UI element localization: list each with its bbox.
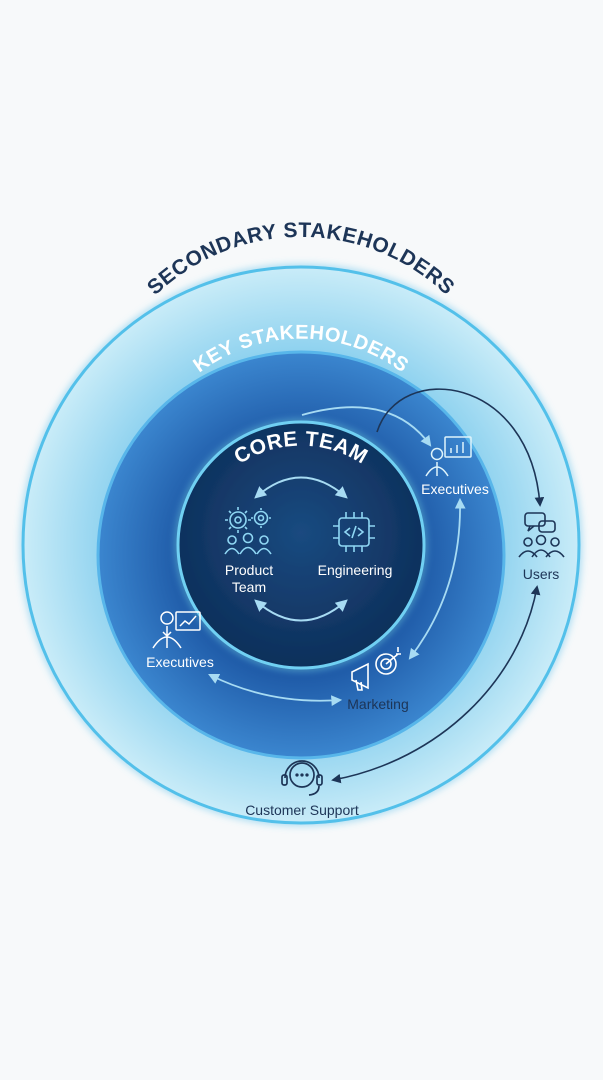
key-arrow-top [301,406,432,447]
users-label: Users [523,566,560,582]
outer-arrow-users-support [331,585,541,784]
core-team-circle [176,420,426,670]
presenter-chart-icon [152,611,201,649]
presenter-chart-icon [425,436,472,477]
customer-support-label: Customer Support [245,802,359,818]
node-executives-right: Executives [421,436,489,497]
headset-icon [281,760,323,796]
marketing-label: Marketing [347,696,408,712]
node-product-team: Product Team [224,507,273,595]
code-chip-icon [333,512,375,552]
node-executives-left: Executives [146,611,214,670]
product-team-label-line2: Team [232,579,266,595]
node-marketing: Marketing [347,647,409,712]
gears-people-icon [224,507,272,555]
executives-right-label: Executives [421,481,489,497]
node-engineering: Engineering [318,512,393,578]
product-team-label-line1: Product [225,562,273,578]
node-users: Users [518,512,565,582]
engineering-label: Engineering [318,562,393,578]
megaphone-target-icon [351,647,401,691]
users-chat-icon [518,512,565,558]
outer-arrow-to-users [376,388,545,507]
node-customer-support: Customer Support [245,760,359,818]
executives-left-label: Executives [146,654,214,670]
key-arrow-bottom [208,674,343,706]
core-arrow-top [254,476,348,499]
